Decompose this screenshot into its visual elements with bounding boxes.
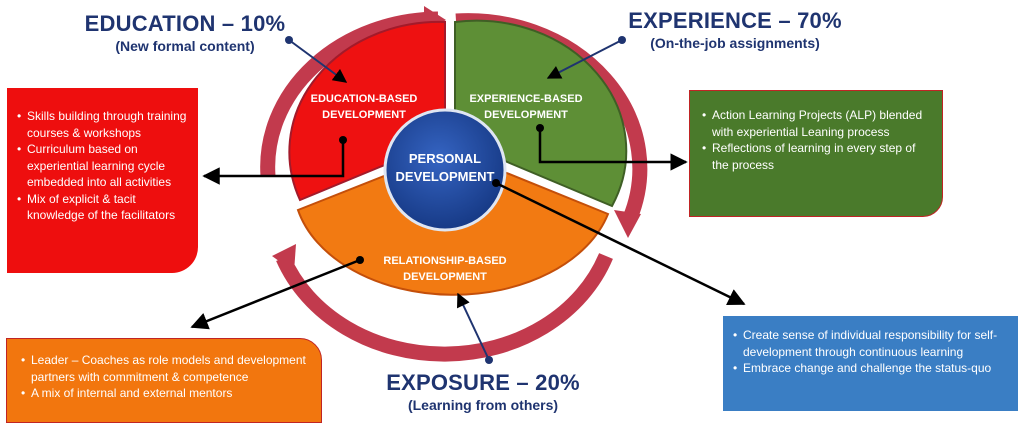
- list-item: Create sense of individual responsibilit…: [733, 327, 1010, 360]
- list-item: Leader – Coaches as role models and deve…: [21, 352, 311, 385]
- connector-arrows: [190, 124, 746, 330]
- list-item: Embrace change and challenge the status-…: [733, 360, 1010, 377]
- list-item: Mix of explicit & tacit knowledge of the…: [17, 191, 188, 224]
- education-heading-title: EDUCATION – 10%: [84, 11, 286, 36]
- list-item: Action Learning Projects (ALP) blended w…: [702, 107, 932, 140]
- experience-heading-subtitle: (On-the-job assignments): [650, 35, 820, 51]
- exposure-pointer-line: [457, 292, 490, 361]
- relationship-bullet-list: Create sense of individual responsibilit…: [733, 327, 1010, 377]
- list-item: Reflections of learning in every step of…: [702, 140, 932, 173]
- list-item: Curriculum based on experiential learnin…: [17, 141, 188, 191]
- education-pointer-line: [288, 39, 348, 83]
- relationship-description-box: Create sense of individual responsibilit…: [723, 316, 1018, 411]
- ring-arc-bottom: [276, 253, 613, 362]
- education-description-box: Skills building through training courses…: [7, 88, 198, 273]
- relationship-connector: [495, 181, 746, 306]
- exposure-bullet-list: Leader – Coaches as role models and deve…: [21, 352, 311, 402]
- center-label-2: DEVELOPMENT: [396, 169, 495, 184]
- ring-arrowhead-bottom: [272, 244, 296, 272]
- experience-bullet-list: Action Learning Projects (ALP) blended w…: [702, 107, 932, 173]
- relationship-segment-label-2: DEVELOPMENT: [403, 271, 487, 283]
- exposure-heading: EXPOSURE – 20% (Learning from others): [378, 370, 588, 414]
- personal-development-circle: [383, 108, 507, 232]
- ring-arc-top: [260, 11, 439, 177]
- experience-description-box: Action Learning Projects (ALP) blended w…: [689, 90, 943, 217]
- experience-segment-label-1: EXPERIENCE-BASED: [469, 93, 582, 105]
- experience-connector: [538, 128, 688, 171]
- experience-segment-label-2: DEVELOPMENT: [484, 109, 568, 121]
- list-item: Skills building through training courses…: [17, 108, 188, 141]
- education-heading: EDUCATION – 10% (New formal content): [80, 11, 290, 55]
- experience-heading: EXPERIENCE – 70% (On-the-job assignments…: [620, 8, 850, 52]
- education-bullet-list: Skills building through training courses…: [17, 108, 188, 224]
- exposure-connector: [190, 258, 361, 330]
- relationship-segment-label-1: RELATIONSHIP-BASED: [383, 255, 506, 267]
- education-heading-subtitle: (New formal content): [115, 38, 255, 54]
- exposure-description-box: Leader – Coaches as role models and deve…: [6, 338, 322, 423]
- heading-pointers: [285, 36, 626, 364]
- ring-arrowhead-right: [614, 210, 641, 238]
- list-item: A mix of internal and external mentors: [21, 385, 311, 402]
- education-connector: [202, 140, 345, 185]
- experience-pointer-line: [546, 39, 623, 79]
- experience-heading-title: EXPERIENCE – 70%: [628, 8, 842, 33]
- center-label-1: PERSONAL: [409, 151, 481, 166]
- education-segment-label-1: EDUCATION-BASED: [311, 93, 418, 105]
- experience-segment: [454, 19, 628, 208]
- education-segment-label-2: DEVELOPMENT: [322, 109, 406, 121]
- exposure-heading-subtitle: (Learning from others): [407, 397, 559, 413]
- exposure-heading-title: EXPOSURE – 20%: [386, 370, 580, 395]
